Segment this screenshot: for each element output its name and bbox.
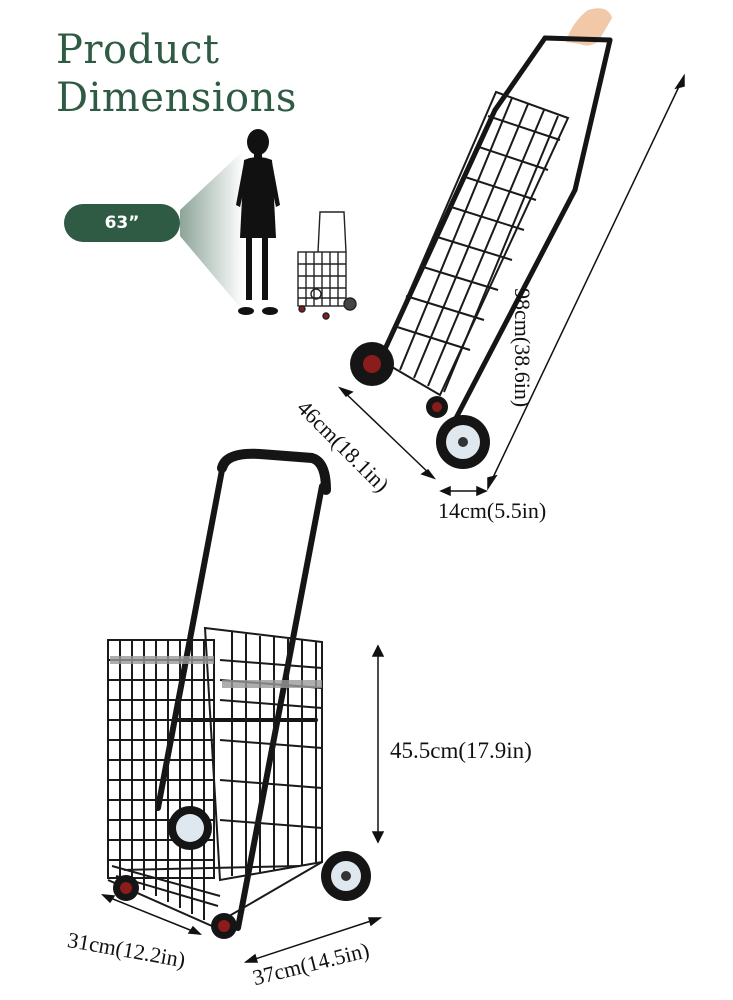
basket-height-label: 45.5cm(17.9in)	[390, 738, 532, 763]
folded-depth-label: 14cm(5.5in)	[438, 498, 547, 523]
person-silhouette-icon	[236, 129, 280, 315]
open-cart-wheels	[113, 806, 371, 939]
folded-cart-frame	[377, 35, 613, 423]
small-cart-icon	[297, 211, 357, 320]
hand-icon	[566, 8, 612, 46]
page-title-line-1: Product	[56, 27, 220, 73]
basket-rail	[222, 680, 322, 688]
basket-rail	[110, 656, 214, 664]
dimension-arrows	[337, 73, 685, 497]
height-scale-cone	[180, 150, 244, 312]
height-badge: 63”	[64, 204, 180, 242]
folded-cart-wheels	[350, 342, 490, 469]
dimension-arrows	[101, 644, 385, 963]
open-cart-basket	[107, 626, 323, 928]
open-cart-handle	[155, 448, 331, 931]
folded-cart-basket	[378, 90, 570, 397]
page-title-line-2: Dimensions	[56, 75, 297, 121]
